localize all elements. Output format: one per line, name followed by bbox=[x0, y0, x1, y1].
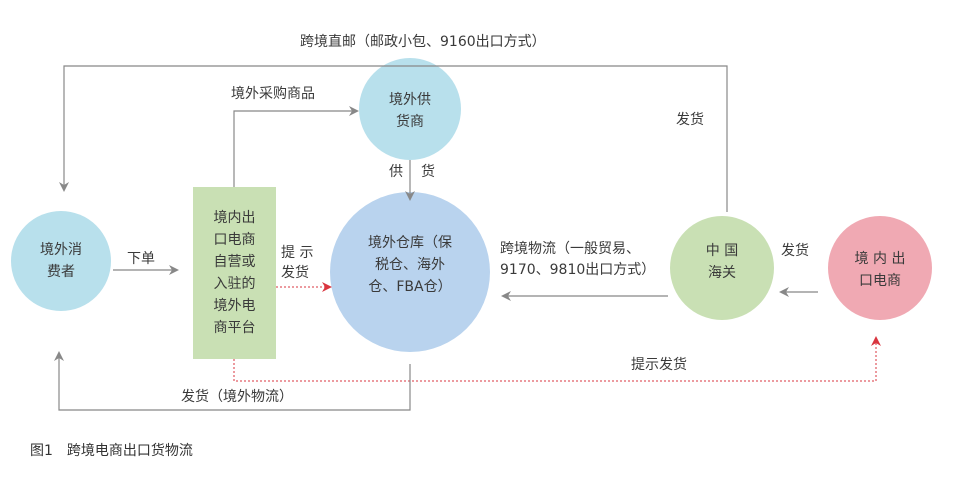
notify-exporter-connector bbox=[233, 336, 881, 382]
direct-mail-connector bbox=[59, 65, 728, 212]
notify-label-1: 提 示 bbox=[281, 245, 314, 261]
notify-bottom-label: 提示发货 bbox=[631, 357, 687, 373]
warehouse-node bbox=[330, 192, 490, 352]
ship-right-label: 发货 bbox=[676, 112, 704, 128]
notify-label-2: 发货 bbox=[281, 265, 309, 281]
cross-logistics-label-2: 9170、9810出口方式） bbox=[500, 262, 656, 278]
ship-customs-label: 发货 bbox=[781, 243, 809, 259]
platform-label: 境内出 口电商 自营或 入驻的 境外电 商平台 bbox=[213, 210, 256, 336]
supply-label-2: 货 bbox=[421, 164, 435, 180]
overseas-purchase-label: 境外采购商品 bbox=[231, 86, 315, 102]
supplier-node bbox=[359, 58, 461, 160]
supply-label-1: 供 bbox=[389, 164, 403, 180]
direct-mail-label: 跨境直邮（邮政小包、9160出口方式） bbox=[300, 34, 546, 50]
figure-caption: 图1 跨境电商出口货物流 bbox=[30, 443, 193, 459]
order-label: 下单 bbox=[127, 251, 155, 267]
customs-node bbox=[670, 216, 774, 320]
overseas-shipping-connector bbox=[54, 351, 411, 411]
customs-label: 中 国 海关 bbox=[705, 243, 739, 281]
exporter-label: 境 内 出 口电商 bbox=[854, 251, 906, 289]
platform-node bbox=[193, 187, 276, 359]
consumer-label: 境外消 费者 bbox=[40, 242, 82, 280]
ship-overseas-label: 发货（境外物流） bbox=[181, 389, 293, 405]
purchase-connector bbox=[233, 106, 359, 187]
exporter-node bbox=[828, 216, 932, 320]
cross-logistics-label-1: 跨境物流（一般贸易、 bbox=[500, 241, 640, 257]
consumer-node bbox=[11, 211, 111, 311]
warehouse-label: 境外仓库（保 税仓、海外 仓、FBA仓） bbox=[368, 235, 452, 295]
supplier-label: 境外供 货商 bbox=[389, 92, 431, 130]
